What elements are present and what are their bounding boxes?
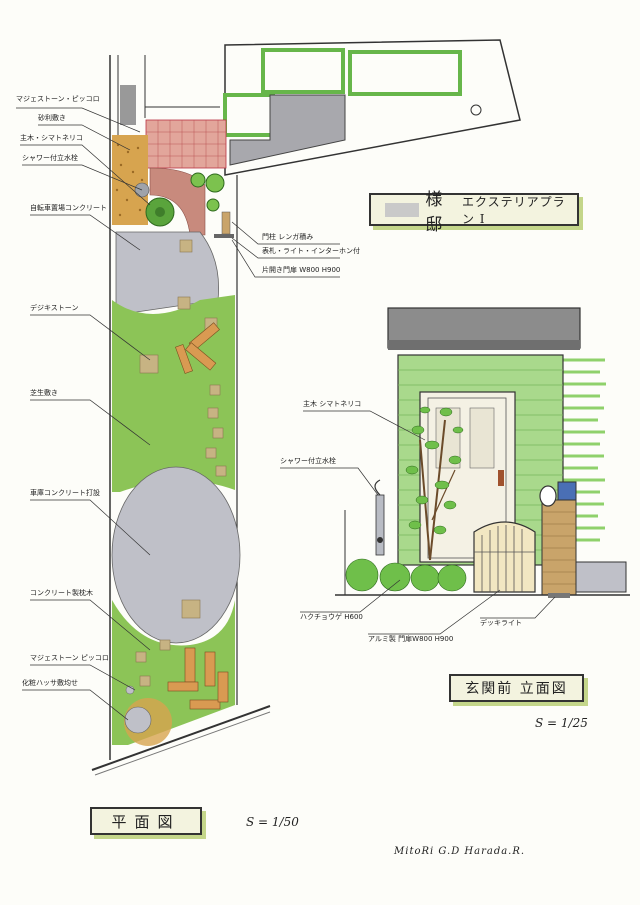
elev-label-main-tree: 主木 シマトネリコ xyxy=(303,400,362,408)
pillar-bricks xyxy=(542,511,576,585)
elevation-scale: S = 1/25 xyxy=(535,716,588,730)
plan-label-sleepers: コンクリート製枕木 xyxy=(30,589,93,597)
shrub-1 xyxy=(205,173,225,193)
plan-label-faucet: シャワー付立水栓 xyxy=(22,154,78,162)
front-door xyxy=(427,397,507,559)
gravel-dots xyxy=(115,143,144,217)
plan-label-lawn: 芝生敷き xyxy=(30,389,58,397)
canopy-underside xyxy=(388,340,580,350)
entrance-porch xyxy=(229,94,346,166)
meter-symbol xyxy=(470,104,482,116)
stone-circle xyxy=(124,706,152,734)
deck-light xyxy=(548,593,570,598)
elevation-view xyxy=(335,307,630,598)
concrete-sleepers xyxy=(167,322,229,710)
house-room-1 xyxy=(261,48,345,94)
car-concrete xyxy=(111,466,241,644)
plan-scale: S = 1/50 xyxy=(246,815,299,829)
plan-label-bicycle-concrete: 自転車置場コンクリート xyxy=(30,204,107,212)
elevation-shrubs xyxy=(345,558,467,592)
lawn-upper xyxy=(112,295,235,492)
elevation-tree xyxy=(405,406,464,561)
plan-view xyxy=(91,39,521,776)
house-room-3 xyxy=(223,93,275,137)
plan-label-car-concrete: 車庫コンクリート打設 xyxy=(30,489,100,497)
gate-pillar-plan xyxy=(221,211,231,235)
elevation-faucet xyxy=(374,479,385,556)
tile-grid xyxy=(146,120,226,168)
road-edge-2 xyxy=(94,711,271,776)
elevation-leader-lines xyxy=(280,410,556,635)
plan-label-nameplate: 表札・ライト・インターホン付 xyxy=(262,247,360,255)
plan-label-piccolo: マジェストーン ピッコロ xyxy=(30,654,109,662)
title-text: エクステリアプラン Ⅰ xyxy=(461,194,566,226)
elevation-view-title: 玄関前 立面図 xyxy=(449,674,584,702)
plan-label-gate-pillar: 門柱 レンガ積み xyxy=(262,233,314,241)
plan-label-decor-gravel: 化粧ハッサ敷均せ xyxy=(22,679,78,687)
gate-pillar xyxy=(541,499,577,596)
door-handle xyxy=(498,470,504,486)
plan-label-stone: デジキストーン xyxy=(30,304,79,312)
siding-stripes xyxy=(563,358,606,542)
neighbor-block xyxy=(120,85,136,125)
plan-title-box: 様邸 エクステリアプラン Ⅰ xyxy=(369,190,579,235)
owner-name-redacted xyxy=(385,202,420,217)
door-panel-2 xyxy=(469,407,495,469)
elev-label-faucet: シャワー付立水栓 xyxy=(280,457,336,465)
plan-label-gate-door: 片開き門扉 W800 H900 xyxy=(262,266,341,274)
title-honorific: 様邸 xyxy=(425,189,444,235)
nameplate-light xyxy=(539,485,557,507)
plan-label-majestone: マジェストーン・ピッコロ xyxy=(16,95,100,103)
elev-label-deck-light: デッキライト xyxy=(480,619,522,627)
elev-label-hakuchouge: ハクチョウゲ H600 xyxy=(300,613,363,621)
plan-label-main-tree: 主木・シマトネリコ xyxy=(20,134,83,142)
plan-label-gravel: 砂利敷き xyxy=(38,114,66,122)
boundary-wall xyxy=(575,561,627,593)
elevation-gate xyxy=(473,521,536,593)
designer-signature: MitoRi G.D Harada.R. xyxy=(394,846,526,857)
stepping-stones xyxy=(135,239,227,687)
gate-plan xyxy=(214,234,234,238)
road-edge xyxy=(91,705,271,771)
plan-leader-lines xyxy=(16,107,340,721)
elev-label-gate: アルミ製 門扉W800 H900 xyxy=(368,635,454,643)
plan-view-title: 平面図 xyxy=(90,807,202,835)
shrub-3 xyxy=(206,198,220,212)
main-tree-center xyxy=(155,207,165,217)
house-room-2 xyxy=(348,50,462,96)
shrub-2 xyxy=(190,172,206,188)
intercom xyxy=(557,481,577,501)
